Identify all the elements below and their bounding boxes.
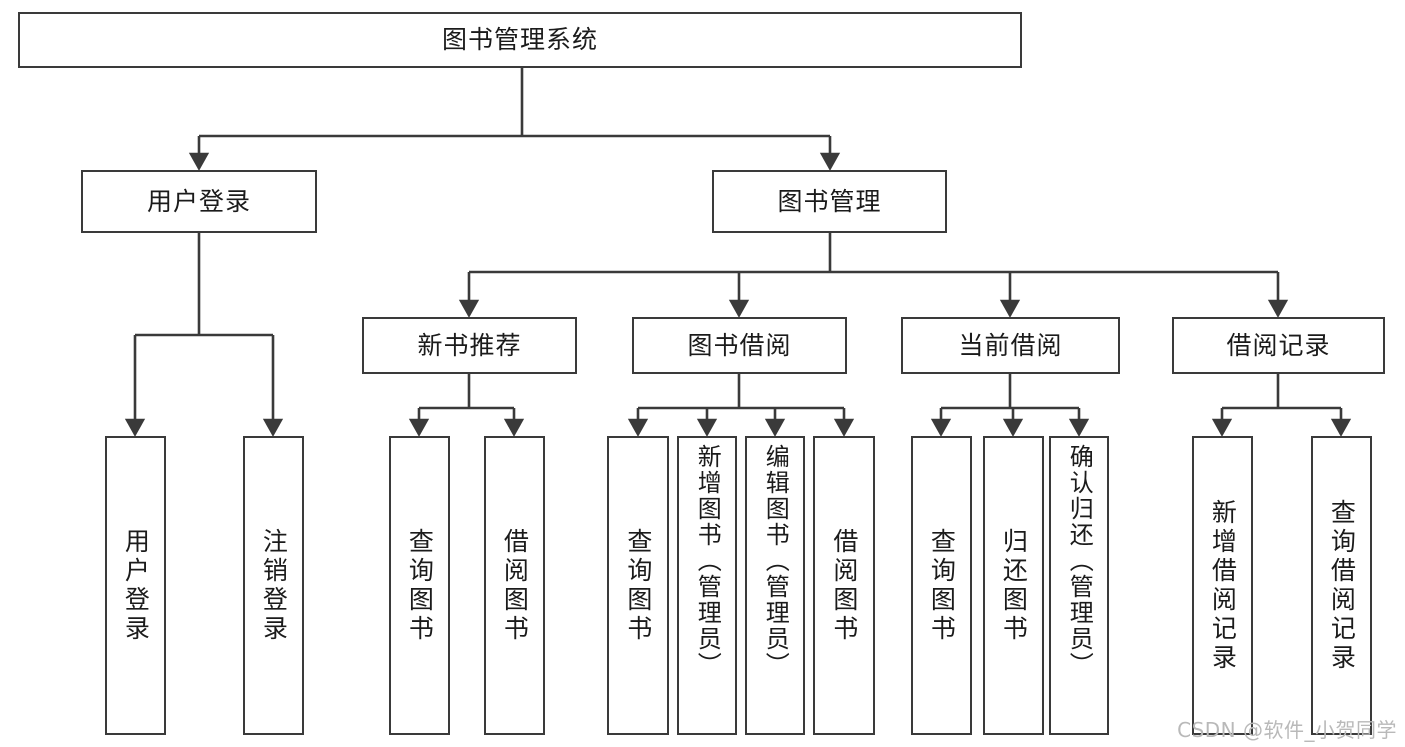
node-leaf-borrow-book-rec-label: 借阅图书 [500, 527, 530, 644]
node-leaf-query-book-borrow-label: 查询图书 [623, 527, 653, 644]
node-new-book-recommend[interactable]: 新书推荐 [362, 317, 577, 374]
node-leaf-edit-book[interactable]: 编辑图书（管理员） [745, 436, 805, 735]
node-leaf-borrow-book[interactable]: 借阅图书 [813, 436, 875, 735]
node-leaf-user-login[interactable]: 用户登录 [105, 436, 166, 735]
node-leaf-add-record-label: 新增借阅记录 [1208, 498, 1238, 673]
node-borrow-record[interactable]: 借阅记录 [1172, 317, 1385, 374]
node-leaf-borrow-book-label: 借阅图书 [829, 527, 859, 644]
node-leaf-add-book[interactable]: 新增图书（管理员） [677, 436, 737, 735]
node-leaf-query-book-rec[interactable]: 查询图书 [389, 436, 450, 735]
node-root[interactable]: 图书管理系统 [18, 12, 1022, 68]
node-user-login[interactable]: 用户登录 [81, 170, 317, 233]
node-new-book-recommend-label: 新书推荐 [417, 330, 522, 360]
node-leaf-query-record-label: 查询借阅记录 [1327, 498, 1357, 673]
node-book-manage-label: 图书管理 [777, 186, 882, 216]
node-borrow-record-label: 借阅记录 [1226, 330, 1331, 360]
node-book-borrow[interactable]: 图书借阅 [632, 317, 847, 374]
node-leaf-edit-book-label: 编辑图书（管理员） [761, 444, 790, 678]
node-leaf-user-logout-label: 注销登录 [259, 527, 289, 644]
node-current-borrow-label: 当前借阅 [958, 330, 1063, 360]
node-leaf-confirm-return-label: 确认归还（管理员） [1065, 444, 1094, 678]
node-leaf-query-book-rec-label: 查询图书 [405, 527, 435, 644]
node-leaf-return-book[interactable]: 归还图书 [983, 436, 1044, 735]
node-user-login-label: 用户登录 [146, 186, 251, 216]
node-leaf-return-book-label: 归还图书 [999, 527, 1029, 644]
node-current-borrow[interactable]: 当前借阅 [901, 317, 1120, 374]
node-book-manage[interactable]: 图书管理 [712, 170, 947, 233]
node-root-label: 图书管理系统 [441, 25, 598, 55]
node-book-borrow-label: 图书借阅 [687, 330, 792, 360]
node-leaf-query-record[interactable]: 查询借阅记录 [1311, 436, 1372, 735]
node-leaf-add-book-label: 新增图书（管理员） [693, 444, 722, 678]
node-leaf-user-login-label: 用户登录 [121, 527, 151, 644]
node-leaf-add-record[interactable]: 新增借阅记录 [1192, 436, 1253, 735]
node-leaf-query-book-cur[interactable]: 查询图书 [911, 436, 972, 735]
node-leaf-borrow-book-rec[interactable]: 借阅图书 [484, 436, 545, 735]
node-leaf-confirm-return[interactable]: 确认归还（管理员） [1049, 436, 1109, 735]
node-leaf-user-logout[interactable]: 注销登录 [243, 436, 304, 735]
node-leaf-query-book-borrow[interactable]: 查询图书 [607, 436, 669, 735]
node-leaf-query-book-cur-label: 查询图书 [927, 527, 957, 644]
